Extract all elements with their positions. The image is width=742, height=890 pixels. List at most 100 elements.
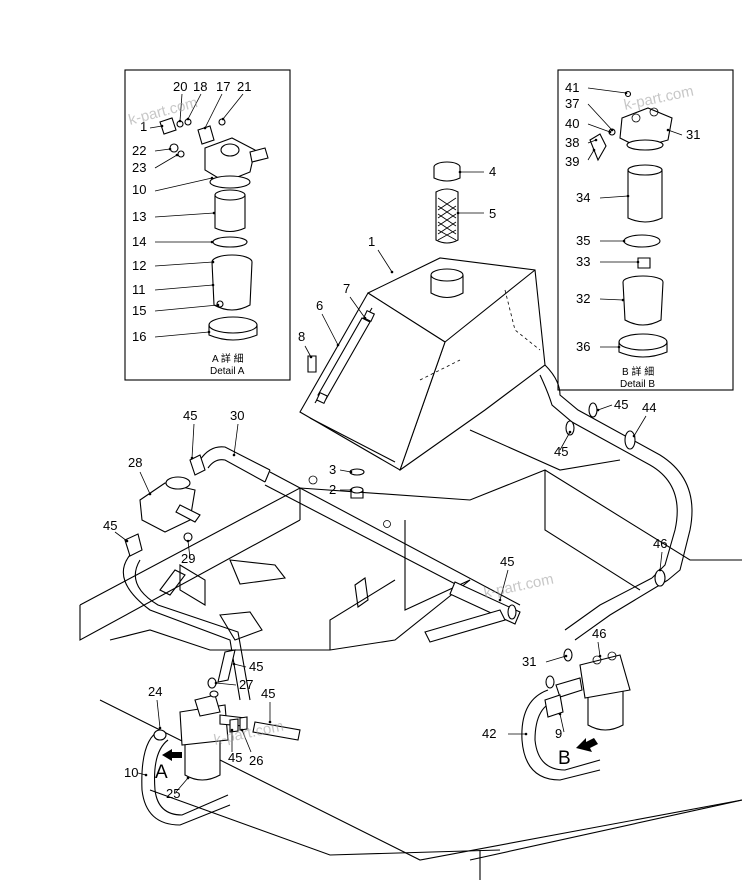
main-leader-2-7-dot [349,488,353,492]
detail-b-callout-35-7: 35 [576,233,590,248]
level-gauge [307,309,376,405]
detail-a-leader-13-8-dot [212,211,216,215]
main-callout-31-19: 31 [522,654,536,669]
main-callout-45-22: 45 [261,686,275,701]
main-leader-25-26-dot [186,776,190,780]
detail-b-callout-37-1: 37 [565,96,579,111]
detail-b-leader-32-9-dot [621,298,625,302]
main-callout-9-28: 9 [555,726,562,741]
detail-b-leader-38-3-dot [594,138,598,142]
main-callout-2-7: 2 [329,482,336,497]
main-leader-45-24-dot [230,728,234,732]
main-leader-10-27 [137,772,147,776]
detail-a-callout-17-2: 17 [216,79,230,94]
main-callout-45-24: 45 [228,750,242,765]
detail-a-leader-14-9-dot [210,240,214,244]
drain-plug [349,468,365,499]
main-leader-31-19 [545,655,567,663]
detail-a-leader-15-12 [154,304,219,312]
main-leader-3-6 [339,469,352,473]
detail-b-leader-38-3 [587,139,597,144]
main-leader-7-4 [349,296,366,319]
main-leader-27-21-dot [214,681,218,685]
watermark-2: k-part.com [622,83,695,114]
detail-a-callout-1-4: 1 [140,119,147,134]
main-leader-45-20 [233,663,247,668]
detail-a-leader-10-7 [154,177,213,192]
detail-a-callout-11-11: 11 [132,282,146,297]
main-leader-46-18 [597,641,601,657]
main-callout-45-16: 45 [500,554,514,569]
main-leader-1-2-dot [390,270,394,274]
filter-assembly-a [153,690,248,781]
main-callout-5-1: 5 [489,206,496,221]
detail-a-callout-18-1: 18 [193,79,207,94]
detail-b-leader-37-1-dot [610,128,614,132]
main-callout-26-25: 26 [249,753,263,768]
main-leader-46-18-dot [598,654,602,658]
main-leader-26-25 [241,729,252,753]
main-leader-8-5 [304,345,312,358]
main-callout-46-18: 46 [592,626,606,641]
detail-a-leader-top-2-dot [203,126,207,130]
detail-a-callout-20-0: 20 [173,79,187,94]
main-leader-30-9 [233,423,239,456]
main-callout-45-20: 45 [249,659,263,674]
main-leader-45-15-dot [568,430,572,434]
detail-a-leader-11-11 [154,284,214,291]
main-callout-6-3: 6 [316,298,323,313]
main-leader-9-28-dot [558,712,562,716]
main-callout-30-9: 30 [230,408,244,423]
main-leader-6-3-dot [336,343,340,347]
main-callout-24-23: 24 [148,684,162,699]
detail-b-leader-41-0 [587,87,627,94]
detail-a-leader-top-1-dot [186,117,190,121]
detail-b-leader-31-5-dot [666,128,670,132]
filter-assembly-b [544,651,631,752]
main-leader-6-3 [321,313,339,346]
detail-a-leader-1-4 [149,125,163,129]
detail-b-callout-38-3: 38 [565,135,579,150]
detail-a-leader-15-12-dot [216,303,220,307]
detail-a-callout-15-12: 15 [132,303,146,318]
detail-b-leader-36-10-dot [617,345,621,349]
main-leader-30-9-dot [232,453,236,457]
main-leader-45-15 [559,431,571,451]
detail-a-callout-23-6: 23 [132,160,146,175]
detail-b-callout-40-2: 40 [565,116,579,131]
main-leader-45-8 [191,423,195,459]
main-callout-3-6: 3 [329,462,336,477]
main-callout-27-21: 27 [239,677,253,692]
main-leader-46-17-dot [658,568,662,572]
main-leader-25-26 [175,777,189,793]
watermark-3: k-part.com [482,571,555,602]
main-leader-3-6-dot [349,470,353,474]
main-leader-45-8-dot [190,456,194,460]
filler-cap [433,161,461,182]
detail-b-callout-31-5: 31 [686,127,700,142]
detail-a-leader-22-5-dot [168,147,172,151]
main-leader-46-17 [659,551,663,571]
main-leader-9-28 [559,713,565,733]
detail-a-callout-14-9: 14 [132,234,146,249]
detail-b-leader-37-1 [587,103,613,131]
strainer [435,188,459,244]
detail-b-callout-33-8: 33 [576,254,590,269]
detail-b-leader-34-6 [599,195,629,199]
detail-b-leader-40-2-dot [608,130,612,134]
detail-a-leader-10-7-dot [210,176,214,180]
leader-lines [114,87,683,793]
main-leader-45-16 [499,569,509,601]
main-leader-24-23 [156,699,161,729]
main-callout-25-26: 25 [166,786,180,801]
detail-a-leader-23-6-dot [175,153,179,157]
main-callout-45-15: 45 [554,444,568,459]
detail-a-leader-top-3 [222,93,244,120]
detail-b-callout-32-9: 32 [576,291,590,306]
detail-b-leader-34-6-dot [626,194,630,198]
main-leader-31-19-dot [564,654,568,658]
detail-a-leader-12-10 [154,261,214,267]
detail-a-leader-16-13 [154,331,210,338]
